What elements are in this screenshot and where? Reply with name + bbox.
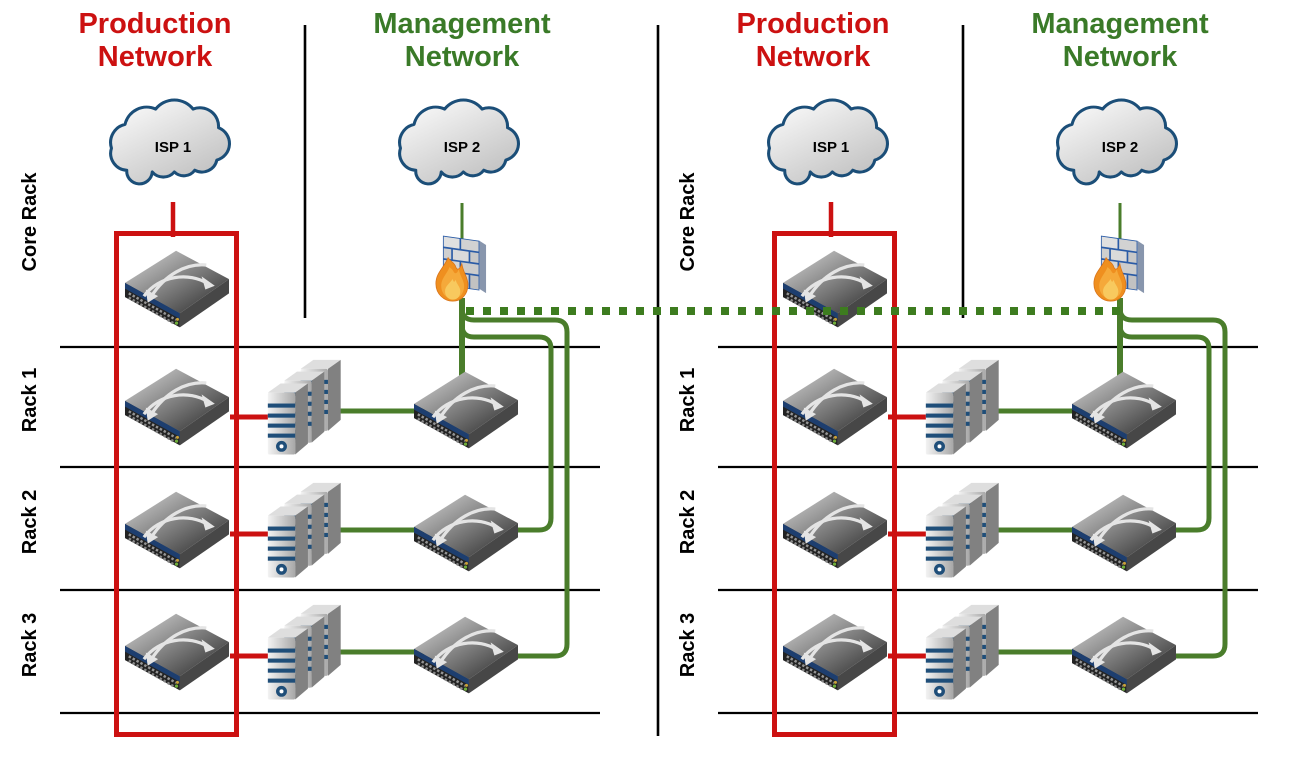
datacenter-panel-1 — [60, 25, 600, 735]
datacenter-panel-2 — [718, 25, 1258, 735]
